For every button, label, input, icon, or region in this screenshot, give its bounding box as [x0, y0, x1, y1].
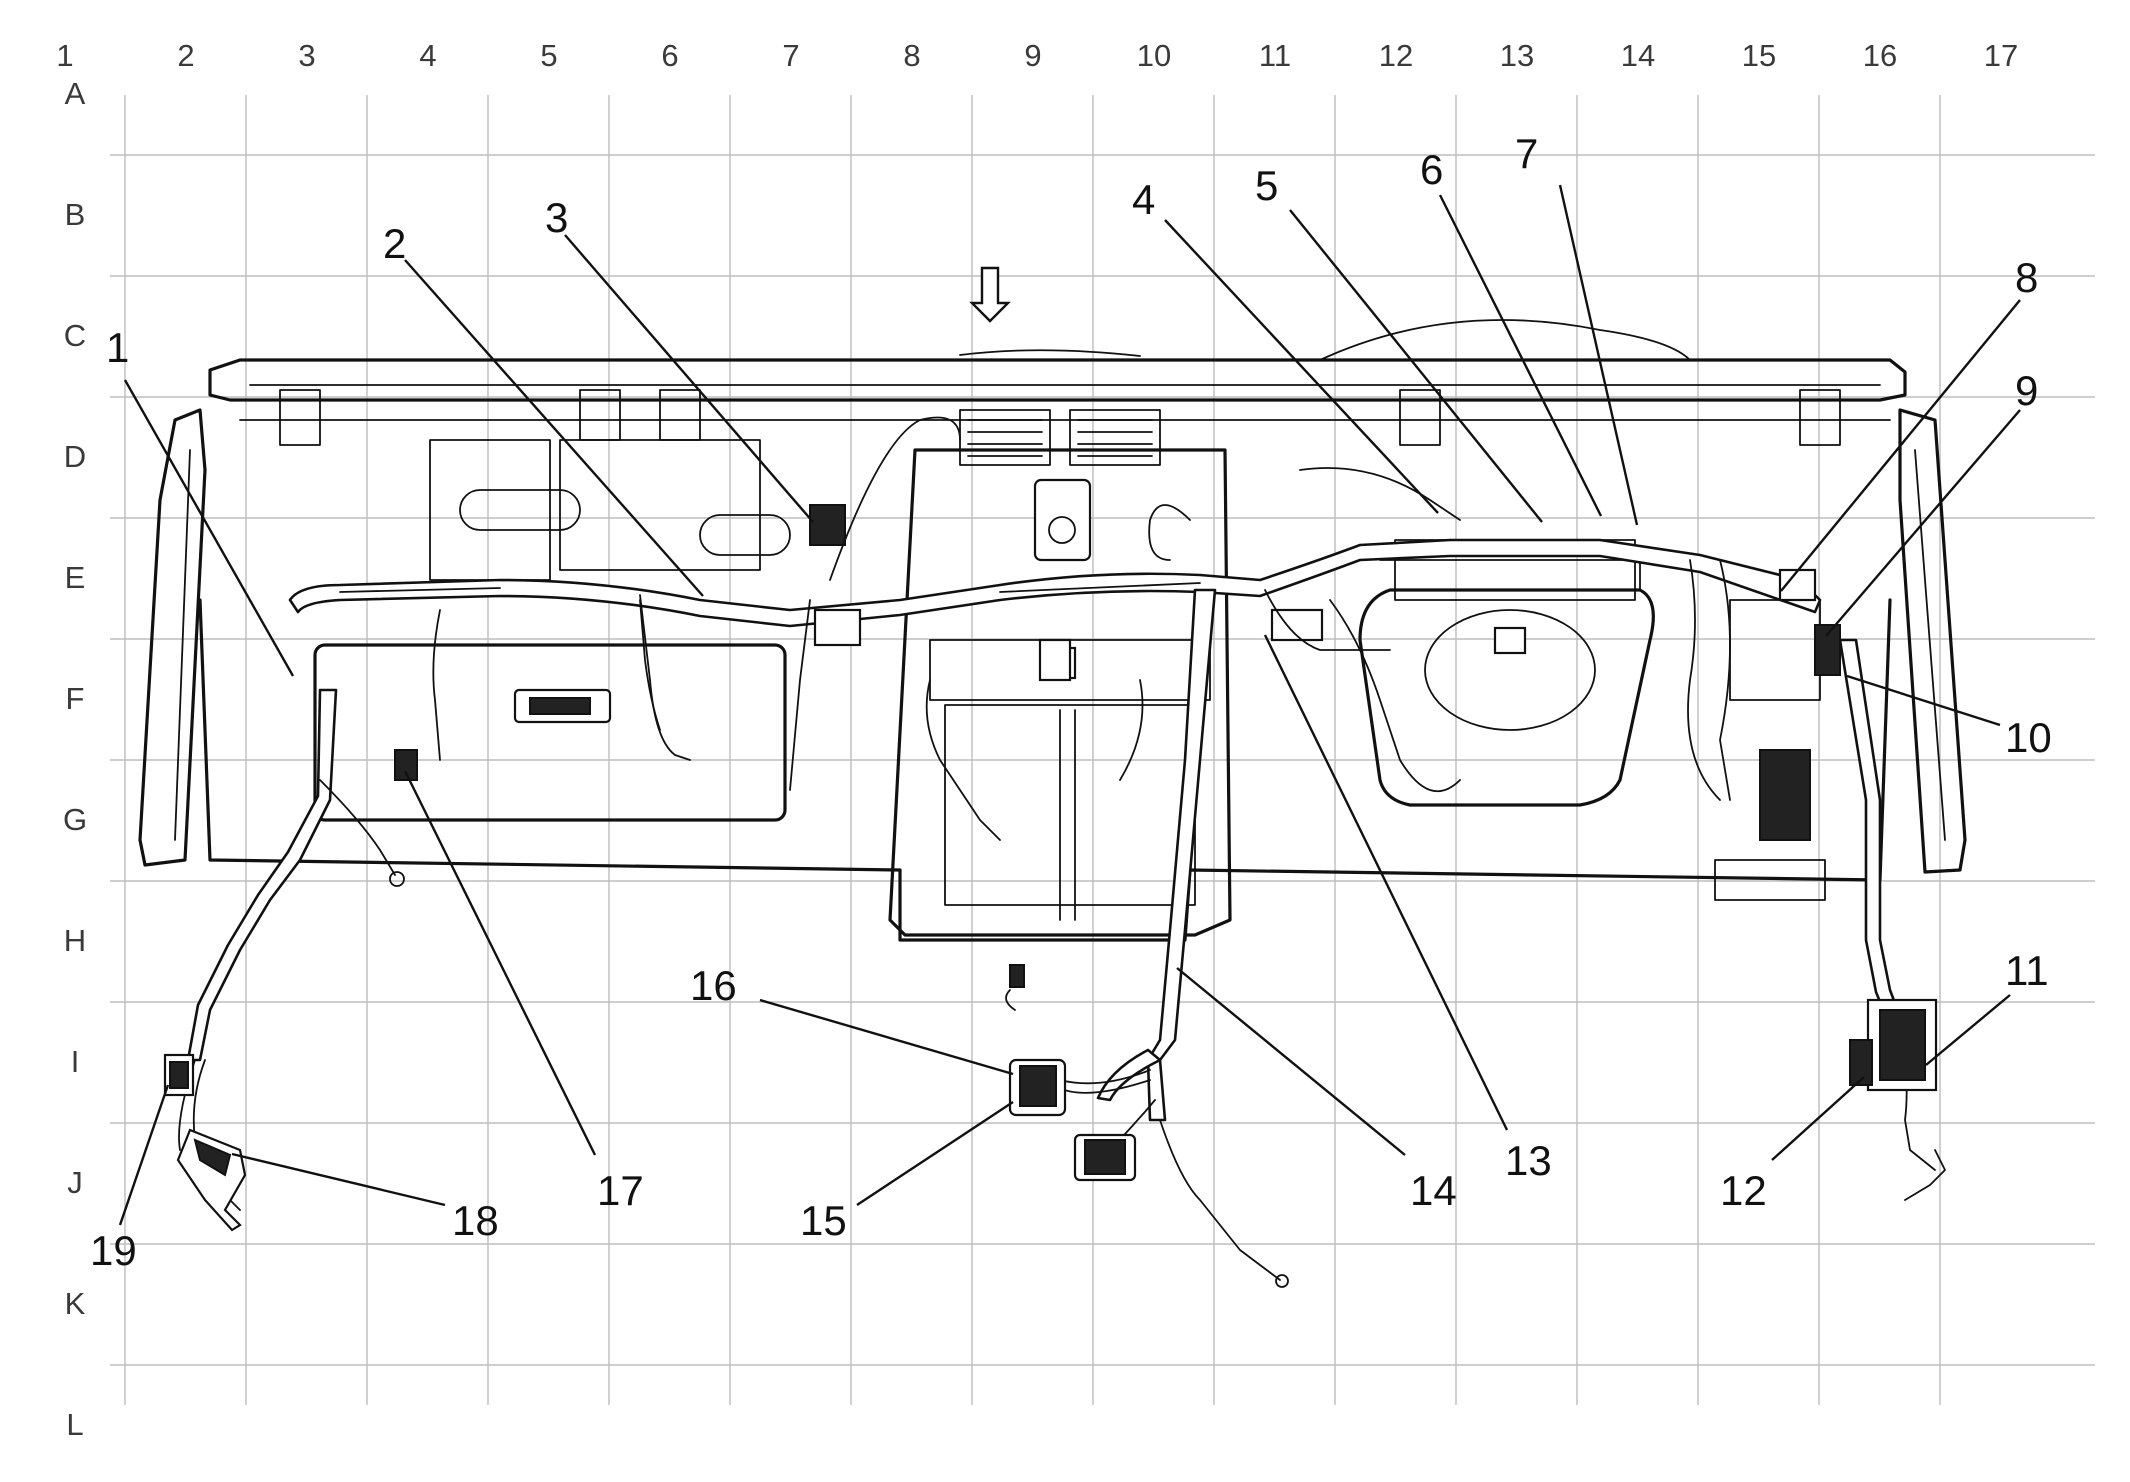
grid-column-label: 13 [1500, 38, 1534, 73]
callout-1: 1 [106, 324, 129, 371]
callout-16: 16 [690, 962, 737, 1009]
grid-column-label: 17 [1984, 38, 2018, 73]
callout-9: 9 [2015, 367, 2038, 414]
callout-11: 11 [2005, 947, 2049, 994]
callout-12: 12 [1720, 1167, 1767, 1214]
callout-15: 15 [800, 1197, 847, 1244]
grid-row-label: K [65, 1286, 86, 1321]
callout-17: 17 [597, 1167, 644, 1214]
grid-row-label: G [63, 802, 87, 837]
callout-18: 18 [452, 1197, 499, 1244]
callout-19: 19 [90, 1227, 137, 1274]
callout-13: 13 [1505, 1137, 1552, 1184]
callout-3: 3 [545, 194, 568, 241]
grid-column-label: 1 [56, 38, 73, 73]
center-vent-right [1069, 409, 1161, 466]
grid-column-label: 5 [540, 38, 557, 73]
instrument-panel-drawing [138, 266, 1967, 1288]
grid-column-label: 2 [177, 38, 194, 73]
callout-6: 6 [1420, 146, 1443, 193]
center-stack [888, 448, 1232, 937]
grid-column-label: 12 [1379, 38, 1413, 73]
callout-7: 7 [1515, 130, 1538, 177]
grid-row-label: A [65, 76, 86, 111]
grid-row-label: L [66, 1407, 83, 1442]
steering-column-area [1358, 588, 1655, 807]
left-harness-branch [186, 688, 338, 1062]
grid-column-label: 16 [1863, 38, 1897, 73]
left-end-panel [138, 408, 207, 867]
callout-8: 8 [2015, 254, 2038, 301]
grid-row-labels: A B C D E F G H I J K L [63, 76, 87, 1442]
grid-row-label: F [66, 681, 85, 716]
body-control-module [1759, 749, 1811, 841]
grid-row-label: B [65, 197, 86, 232]
center-harness-branch [1146, 588, 1217, 1122]
connector-shapes [163, 504, 1938, 1232]
dash-lower-body [198, 598, 1892, 942]
grid-column-label: 14 [1621, 38, 1655, 73]
right-end-panel [1898, 408, 1967, 874]
callout-leaders [118, 184, 2021, 1226]
main-harness-trunk [288, 538, 1822, 628]
callout-labels: 1 2 3 4 5 6 7 8 9 10 11 12 13 14 15 16 1… [90, 130, 2052, 1274]
wiring-detail [432, 416, 1731, 841]
glove-box [313, 643, 787, 822]
right-harness-branch [1838, 638, 1907, 1036]
grid-column-label: 9 [1024, 38, 1041, 73]
windshield-arc [1319, 319, 1691, 361]
callout-5: 5 [1255, 162, 1278, 209]
grid-column-label: 15 [1742, 38, 1776, 73]
grid-column-label: 4 [419, 38, 436, 73]
callout-14: 14 [1410, 1167, 1457, 1214]
grid-row-label: I [71, 1044, 80, 1079]
front-direction-arrow-icon [969, 266, 1011, 323]
grid-row-label: H [64, 923, 86, 958]
grid-row-label: D [64, 439, 86, 474]
grid-column-label: 3 [298, 38, 315, 73]
callout-4: 4 [1132, 176, 1155, 223]
grid-row-label: J [67, 1165, 83, 1200]
grid-column-label: 7 [782, 38, 799, 73]
grid-column-label: 10 [1137, 38, 1171, 73]
grid-row-label: C [64, 318, 86, 353]
grid-column-label: 8 [903, 38, 920, 73]
grid-row-label: E [65, 560, 86, 595]
callout-10: 10 [2005, 714, 2052, 761]
callout-2: 2 [383, 220, 406, 267]
grid-column-label: 6 [661, 38, 678, 73]
grid-column-label: 11 [1259, 38, 1291, 73]
dash-top-outline [208, 358, 1907, 402]
